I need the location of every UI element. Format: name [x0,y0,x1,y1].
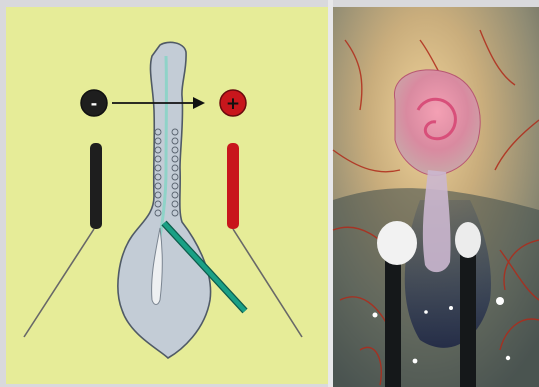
positive-symbol: + [226,94,240,114]
photo-electrode-left [385,255,401,387]
photo-electrode-left-tip [377,221,417,265]
panel-divider [328,0,333,387]
negative-symbol: - [91,94,98,113]
schematic-panel: - + [6,7,328,384]
negative-electrode-bar [90,143,102,229]
photo-embryo-trunk [423,170,451,272]
photo-embryo-head [394,70,480,176]
photo-electrode-right-tip [455,222,481,258]
photo-electrode-right [460,255,476,387]
positive-electrode-bar [227,143,239,229]
embryo-photo [333,7,539,387]
